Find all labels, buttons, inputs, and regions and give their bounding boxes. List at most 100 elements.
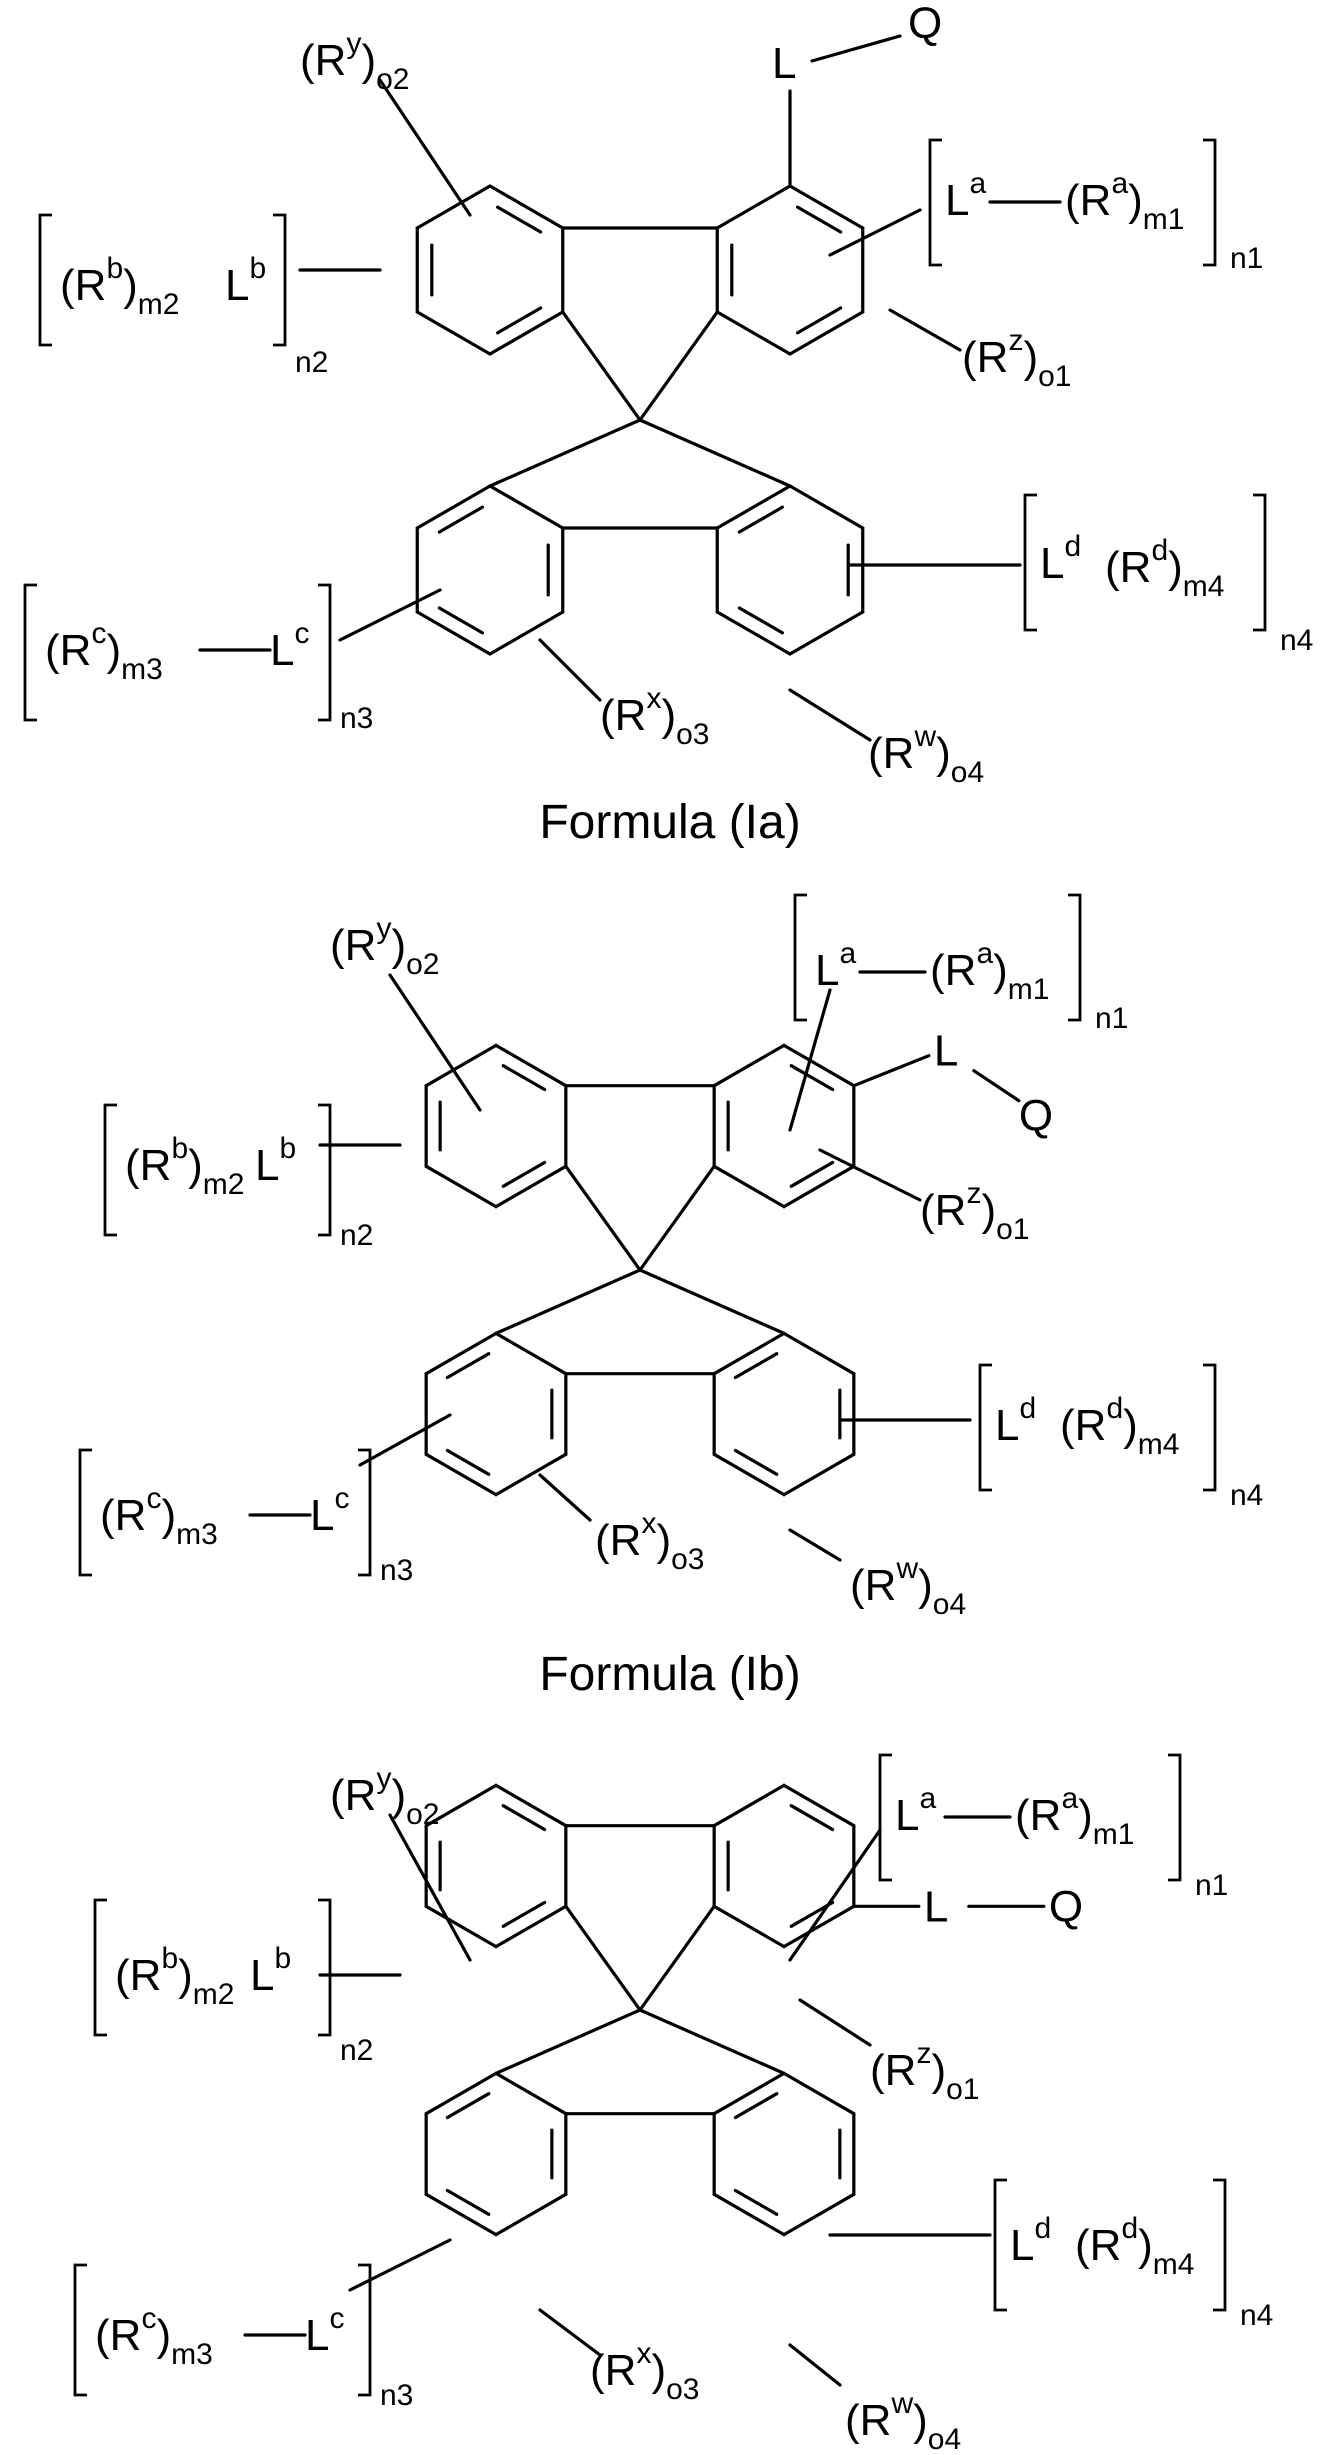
- ic-ring-top-left-edge: [496, 1785, 566, 1825]
- ib-ring-top-left-edge: [496, 1166, 566, 1206]
- ia-rx-label: (Rx)o3: [600, 682, 709, 751]
- ib-rw-label: (Rw)o4: [850, 1552, 966, 1621]
- ic-spiro-bond: [566, 1906, 640, 2010]
- ib-ring-top-right-edge: [784, 1166, 854, 1206]
- ib-rx-label: (Rx)o3: [595, 1507, 704, 1576]
- ia-ra-label: (Ra)m1: [1065, 167, 1184, 236]
- ia-rw-bond: [790, 690, 870, 740]
- ib-ry-bond: [390, 975, 480, 1110]
- ib-bracket-a-subscript: n1: [1095, 1002, 1128, 1035]
- ib-ring-top-right-edge: [784, 1045, 854, 1085]
- ib-bracket-b-subscript: n2: [340, 1219, 373, 1252]
- label-layer: LQ(Ry)o2(Rz)o1n1La(Ra)m1n2(Rb)m2Lbn3(Rc)…: [45, 0, 1313, 2455]
- ic-bracket-c-left: [75, 2265, 87, 2395]
- ic-ry-bond: [390, 1815, 470, 1960]
- ia-ring-bottom-left-edge: [417, 612, 490, 654]
- ib-ring-top-right-edge: [714, 1045, 784, 1085]
- ic-bracket-a-left: [880, 1755, 892, 1880]
- ib-ring-bottom-left-edge: [496, 1333, 566, 1373]
- ia-ry-bond: [380, 80, 470, 215]
- ic-ry-label: (Ry)o2: [330, 1762, 439, 1831]
- ia-rw-label: (Rw)o4: [868, 720, 984, 789]
- ia-ring-top-right-edge: [790, 186, 863, 228]
- ia-ring-top-right-edge: [717, 186, 790, 228]
- ic-rw-label: (Rw)o4: [845, 2387, 961, 2455]
- ic-ring-top-right-edge: [784, 1906, 854, 1946]
- ib-ring-bottom-right-edge: [784, 1333, 854, 1373]
- ia-bracket-b-right: [273, 215, 285, 345]
- ib-bracket-c-subscript: n3: [380, 1554, 413, 1587]
- ic-ring-bottom-right-edge: [784, 2194, 854, 2234]
- ia-ring-bottom-left-edge: [417, 486, 490, 528]
- caption-formula-ia: Formula (Ia): [539, 796, 800, 849]
- ib-bracket-a-left: [795, 895, 807, 1020]
- ic-q-label: Q: [1049, 1882, 1083, 1931]
- ia-bracket-c-subscript: n3: [340, 702, 373, 735]
- ic-spiro-bond: [496, 2010, 640, 2073]
- ic-la-label: La: [895, 1782, 936, 1840]
- ia-rc-label: (Rc)m3: [45, 617, 163, 686]
- ic-bracket-a-right: [1168, 1755, 1180, 1880]
- ib-ring-top-right-edge: [714, 1166, 784, 1206]
- ic-bracket-b-subscript: n2: [340, 2034, 373, 2067]
- ic-ring-bottom-right-edge: [784, 2073, 854, 2113]
- ia-bracket-d-subscript: n4: [1280, 624, 1313, 657]
- ic-ring-bottom-left-edge: [496, 2194, 566, 2234]
- ic-rz-bond: [800, 2000, 870, 2045]
- ia-q-label: Q: [908, 0, 942, 48]
- ic-ring-bottom-left-edge: [426, 2194, 496, 2234]
- ic-rd-label: (Rd)m4: [1075, 2212, 1194, 2281]
- ib-bracket-c-right: [358, 1450, 370, 1575]
- ic-rc-label: (Rc)m3: [95, 2302, 213, 2371]
- ic-bracket-d-left: [995, 2180, 1007, 2310]
- ic-ring-bottom-left-edge: [426, 2073, 496, 2113]
- ia-ring-bottom-right-edge: [790, 612, 863, 654]
- ib-ring-bottom-right-edge: [714, 1454, 784, 1494]
- ia-bracket-a-subscript: n1: [1230, 242, 1263, 275]
- ia-bracket-c-left: [25, 585, 37, 720]
- ib-rz-label: (Rz)o1: [920, 1177, 1029, 1246]
- ia-rx-bond: [540, 640, 600, 700]
- ic-ra-label: (Ra)m1: [1015, 1782, 1134, 1851]
- ic-bracket-a-subscript: n1: [1195, 1869, 1228, 1902]
- ia-ring-bottom-right-edge: [717, 486, 790, 528]
- ia-lc-label: Lc: [270, 617, 309, 675]
- ib-q-bond: [974, 1071, 1019, 1101]
- ia-ring-top-left-edge: [490, 186, 563, 228]
- ic-ring-top-right-edge: [784, 1785, 854, 1825]
- ib-spiro-bond: [496, 1270, 640, 1333]
- ic-la-bond: [790, 1830, 880, 1960]
- ic-rz-label: (Rz)o1: [870, 2037, 979, 2106]
- bond-layer: [25, 36, 1265, 2395]
- ic-ld-label: Ld: [1010, 2212, 1051, 2270]
- ib-l-bond: [854, 1056, 929, 1086]
- ic-bracket-d-right: [1213, 2180, 1225, 2310]
- ic-rw-bond: [790, 2345, 840, 2385]
- ia-rd-label: (Rd)m4: [1105, 534, 1224, 603]
- ib-lc-label: Lc: [310, 1482, 349, 1540]
- ib-l-label: L: [934, 1027, 958, 1076]
- ic-spiro-bond: [640, 2010, 784, 2073]
- ic-ring-top-left-edge: [496, 1906, 566, 1946]
- ia-ld-label: Ld: [1040, 530, 1081, 588]
- ib-ring-top-left-edge: [496, 1045, 566, 1085]
- ia-spiro-bond: [490, 420, 640, 486]
- ic-ring-top-right-edge: [714, 1906, 784, 1946]
- ib-rb-label: (Rb)m2: [125, 1132, 244, 1201]
- ib-q-label: Q: [1019, 1092, 1053, 1141]
- ia-spiro-bond: [563, 312, 640, 420]
- ib-bracket-d-left: [980, 1365, 992, 1490]
- ic-bracket-b-right: [318, 1900, 330, 2035]
- ia-ring-top-right-edge: [717, 312, 790, 354]
- ia-bracket-a-right: [1203, 140, 1215, 265]
- ic-ring-bottom-left-edge: [496, 2073, 566, 2113]
- ic-lb-label: Lb: [250, 1942, 291, 2000]
- ic-lc-label: Lc: [305, 2302, 344, 2360]
- ic-bracket-b-left: [95, 1900, 107, 2035]
- ib-rc-label: (Rc)m3: [100, 1482, 218, 1551]
- ia-ring-bottom-left-edge: [490, 486, 563, 528]
- ic-l-label: L: [924, 1882, 948, 1931]
- ia-la-label: La: [945, 167, 986, 225]
- ia-spiro-bond: [640, 420, 790, 486]
